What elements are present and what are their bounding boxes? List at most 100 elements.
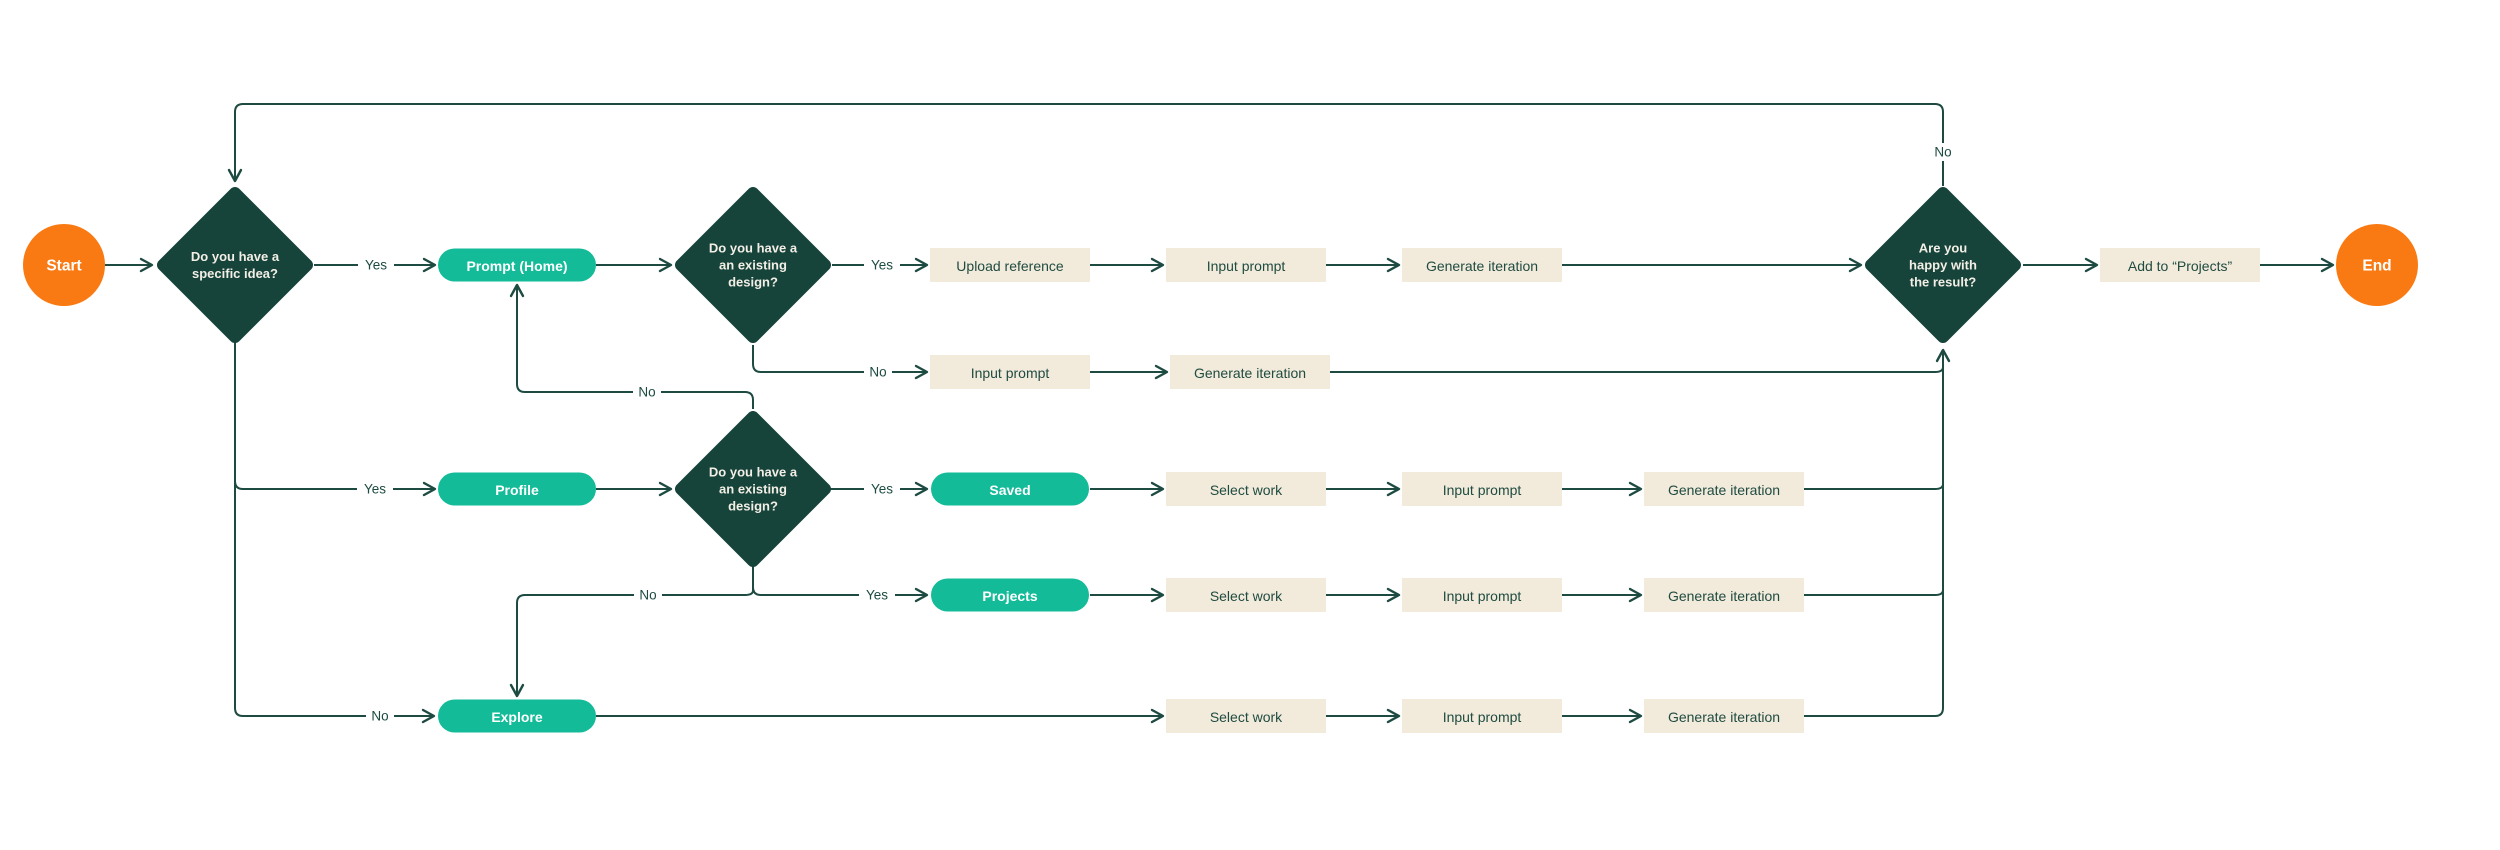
node-label: Input prompt bbox=[1443, 709, 1522, 725]
node-label: Projects bbox=[982, 588, 1037, 604]
arrowhead-input-prompt-to-generate-2 bbox=[1154, 364, 1169, 380]
arrowhead-generate-1-to-happy bbox=[1848, 257, 1863, 273]
edge-label-existing-design-2-yes-saved: Yes bbox=[871, 482, 893, 497]
edges-layer bbox=[105, 103, 2335, 724]
node-input-prompt-4[interactable]: Input prompt bbox=[1402, 578, 1562, 612]
edge-label-bg bbox=[864, 480, 900, 498]
edge-specific-idea-yes-profile bbox=[234, 337, 435, 490]
node-label: Input prompt bbox=[1207, 258, 1286, 274]
node-explore[interactable]: Explore bbox=[438, 699, 596, 733]
node-label: Prompt (Home) bbox=[466, 258, 567, 274]
arrowhead-existing-design-2-no-explore bbox=[509, 683, 525, 698]
edge-label-specific-idea-no-explore: No bbox=[371, 709, 388, 724]
node-label: Select work bbox=[1210, 482, 1283, 498]
arrowhead-input-prompt-to-generate-3 bbox=[1628, 481, 1643, 497]
arrowhead-select-work-to-input-prompt-5 bbox=[1386, 708, 1401, 724]
edge-existing-design-no-input-prompt bbox=[752, 345, 927, 373]
arrowhead-select-work-to-input-prompt-4 bbox=[1386, 587, 1401, 603]
node-label: Generate iteration bbox=[1426, 258, 1538, 274]
node-generate-iteration-4[interactable]: Generate iteration bbox=[1644, 578, 1804, 612]
arrowhead-projects-to-select-work bbox=[1150, 587, 1165, 603]
pill-shape bbox=[438, 472, 596, 506]
arrowhead-upload-to-input-prompt bbox=[1150, 257, 1165, 273]
node-profile[interactable]: Profile bbox=[438, 472, 596, 506]
process-shape bbox=[1166, 248, 1326, 282]
edge-label-bg bbox=[366, 707, 394, 725]
node-upload-reference[interactable]: Upload reference bbox=[930, 248, 1090, 282]
edge-label-specific-idea-yes-prompt-home: Yes bbox=[365, 258, 387, 273]
edge-label-bg bbox=[859, 586, 895, 604]
node-prompt-home[interactable]: Prompt (Home) bbox=[438, 248, 596, 282]
arrowhead-happy-to-add-projects bbox=[2084, 257, 2099, 273]
node-label: Generate iteration bbox=[1668, 588, 1780, 604]
edge-specific-idea-no-explore bbox=[234, 470, 434, 717]
node-generate-iteration-5[interactable]: Generate iteration bbox=[1644, 699, 1804, 733]
arrowhead-prompt-home-to-existing-design bbox=[658, 257, 673, 273]
node-select-work-3[interactable]: Select work bbox=[1166, 699, 1326, 733]
arrowhead-specific-idea-yes-prompt-home bbox=[422, 257, 437, 273]
node-label: Upload reference bbox=[956, 258, 1064, 274]
node-generate-iteration-2[interactable]: Generate iteration bbox=[1170, 355, 1330, 389]
node-select-work-1[interactable]: Select work bbox=[1166, 472, 1326, 506]
arrowhead-specific-idea-no-explore bbox=[421, 708, 436, 724]
node-input-prompt-2[interactable]: Input prompt bbox=[930, 355, 1090, 389]
edge-existing-design-2-yes-projects bbox=[752, 561, 927, 596]
process-shape bbox=[1402, 248, 1562, 282]
arrowhead-existing-design-no-input-prompt bbox=[914, 364, 929, 380]
arrowhead-existing-design-2-no-prompt-home bbox=[509, 283, 525, 298]
node-label: Generate iteration bbox=[1668, 482, 1780, 498]
process-shape bbox=[2100, 248, 2260, 282]
arrowhead-existing-design-2-yes-saved bbox=[914, 481, 929, 497]
node-input-prompt-5[interactable]: Input prompt bbox=[1402, 699, 1562, 733]
node-label: Start bbox=[46, 258, 81, 275]
arrowhead-input-prompt-to-generate-5 bbox=[1628, 708, 1643, 724]
node-generate-iteration-1[interactable]: Generate iteration bbox=[1402, 248, 1562, 282]
decision-shape bbox=[157, 187, 313, 343]
edge-label-existing-design-2-yes-projects: Yes bbox=[866, 588, 888, 603]
node-select-work-2[interactable]: Select work bbox=[1166, 578, 1326, 612]
process-shape bbox=[930, 355, 1090, 389]
arrowhead-start-to-specific-idea bbox=[139, 257, 154, 273]
edge-label-existing-design-2-no-explore: No bbox=[639, 588, 656, 603]
node-end[interactable]: End bbox=[2336, 224, 2418, 306]
arrowhead-explore-to-select-work bbox=[1150, 708, 1165, 724]
node-projects[interactable]: Projects bbox=[931, 578, 1089, 612]
node-input-prompt-1[interactable]: Input prompt bbox=[1166, 248, 1326, 282]
node-label: End bbox=[2362, 258, 2391, 275]
node-input-prompt-3[interactable]: Input prompt bbox=[1402, 472, 1562, 506]
node-saved[interactable]: Saved bbox=[931, 472, 1089, 506]
arrowhead-add-projects-to-end bbox=[2320, 257, 2335, 273]
node-generate-iteration-3[interactable]: Generate iteration bbox=[1644, 472, 1804, 506]
arrowhead-input-prompt-to-generate-1 bbox=[1386, 257, 1401, 273]
node-label: Input prompt bbox=[1443, 482, 1522, 498]
pill-shape bbox=[438, 248, 596, 282]
node-label: Input prompt bbox=[1443, 588, 1522, 604]
node-label: Profile bbox=[495, 482, 539, 498]
node-label: Select work bbox=[1210, 588, 1283, 604]
node-label: Saved bbox=[989, 482, 1030, 498]
arrowhead-select-work-to-input-prompt-3 bbox=[1386, 481, 1401, 497]
process-shape bbox=[1402, 578, 1562, 612]
process-shape bbox=[1166, 699, 1326, 733]
edge-generate-3-to-merge bbox=[1804, 479, 1944, 490]
arrowhead-saved-to-select-work bbox=[1150, 481, 1165, 497]
edge-label-specific-idea-yes-profile: Yes bbox=[364, 482, 386, 497]
edge-label-bg bbox=[864, 256, 900, 274]
node-add-to-projects[interactable]: Add to “Projects” bbox=[2100, 248, 2260, 282]
edge-generate-4-to-merge bbox=[1804, 585, 1944, 596]
arrowhead-existing-design-2-yes-projects bbox=[914, 587, 929, 603]
edge-label-existing-design-2-no-prompt-home: No bbox=[638, 385, 655, 400]
node-start[interactable]: Start bbox=[23, 224, 105, 306]
edge-label-existing-design-no-input-prompt: No bbox=[869, 365, 886, 380]
